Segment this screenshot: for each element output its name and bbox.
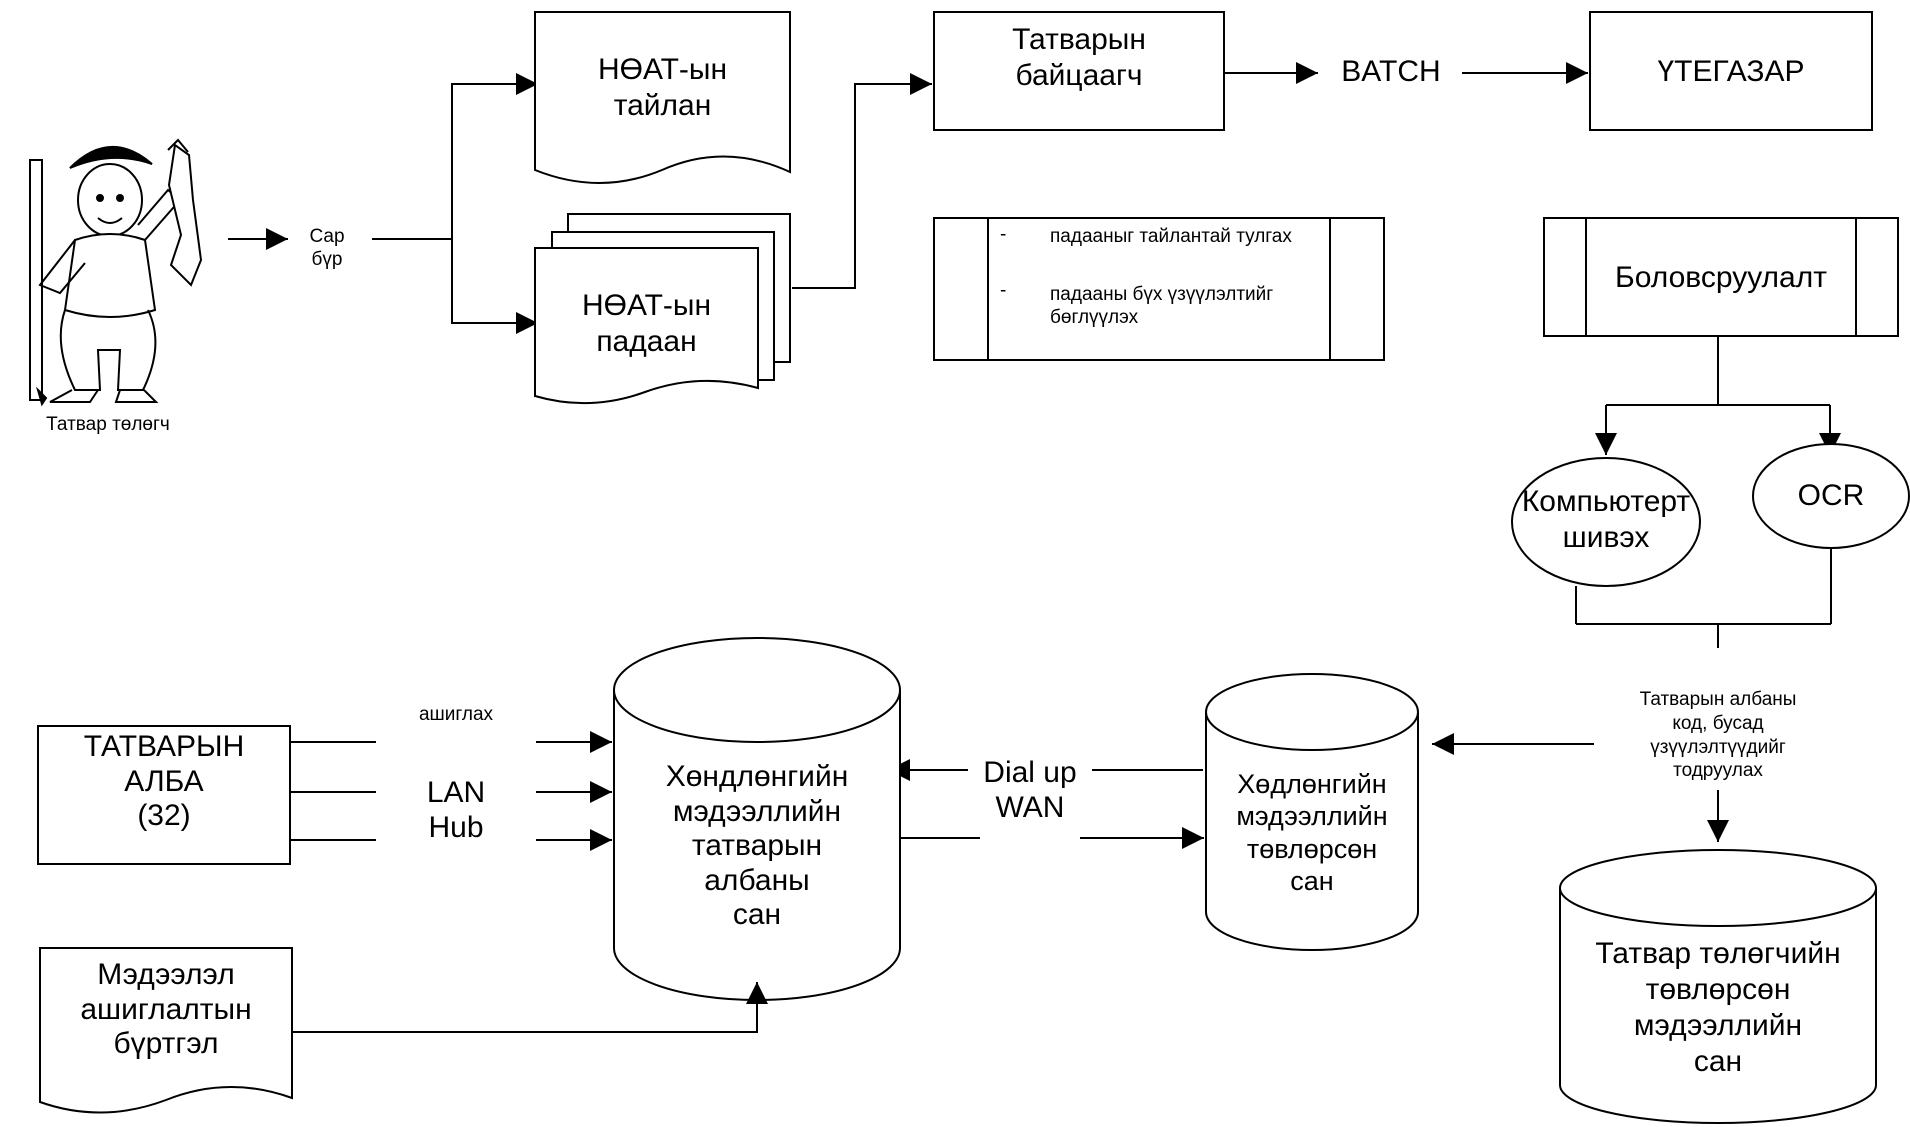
computer-entry-label: Компьютерт шивэх [1521, 485, 1691, 554]
monthly-label: Сар бүр [309, 226, 345, 270]
checklist-item-2: падааны бүх үзүүлэлтийг бөглүүлэх [1050, 284, 1274, 328]
computer-entry-ellipse [1511, 457, 1701, 587]
usage-register-document [39, 947, 293, 1114]
tax-inspector-box [933, 11, 1225, 131]
taxpayer-figure-icon [29, 138, 203, 407]
tax-office-code-label: Татварын албаны код, бусад үзүүлэлтүүдий… [1639, 689, 1797, 782]
arrow-to-vat-report [372, 73, 538, 240]
ocr-label: OCR [1797, 479, 1865, 512]
tax-office-box [37, 725, 291, 865]
usage-register-label: Мэдээлэл ашиглалтын бүртгэл [80, 958, 252, 1060]
checklist-item-1: падааныг тайлантай тулгах [1050, 226, 1292, 247]
vat-invoice-multidocument [534, 213, 791, 405]
vat-invoice-label: НӨАТ-ын падаан [581, 289, 712, 358]
central-db-label: Хөдлөнгийн мэдээллийн төвлөрсөн сан [1236, 769, 1388, 897]
arrow-invoice-to-inspector [792, 73, 932, 289]
use-label: ашиглах [418, 704, 494, 725]
arrow-register-to-office-db [292, 982, 768, 1033]
checklist-box [933, 217, 1385, 361]
tax-inspector-label: Татварын байцаагч [1012, 23, 1146, 92]
office-db-cylinder [613, 637, 901, 1001]
processing-label: Боловсруулалт [1615, 261, 1827, 294]
taxpayer-db-label: Татвар төлөгчийн төвлөрсөн мэдээллийн са… [1595, 937, 1841, 1078]
vat-report-label: НӨАТ-ын тайлан [597, 53, 728, 122]
dial-up-label: Dial up WAN [983, 756, 1077, 824]
utegazar-label: ҮТЕГАЗАР [1657, 55, 1805, 88]
utegazar-box [1589, 11, 1873, 131]
lan-hub-label: LAN Hub [426, 776, 486, 844]
tax-office-label: ТАТВАРЫН АЛБА (32) [83, 730, 245, 832]
taxpayer-caption: Татвар төлөгч [46, 414, 170, 435]
batch-label: BATCH [1341, 55, 1441, 88]
processing-box [1543, 217, 1899, 337]
central-db-cylinder [1205, 673, 1419, 951]
taxpayer-db-cylinder [1559, 849, 1877, 1124]
vat-report-document [534, 11, 791, 184]
office-db-label: Хөндлөнгийн мэдээллийн татварын албаны с… [665, 760, 849, 931]
arrow-to-vat-invoice [451, 239, 538, 334]
